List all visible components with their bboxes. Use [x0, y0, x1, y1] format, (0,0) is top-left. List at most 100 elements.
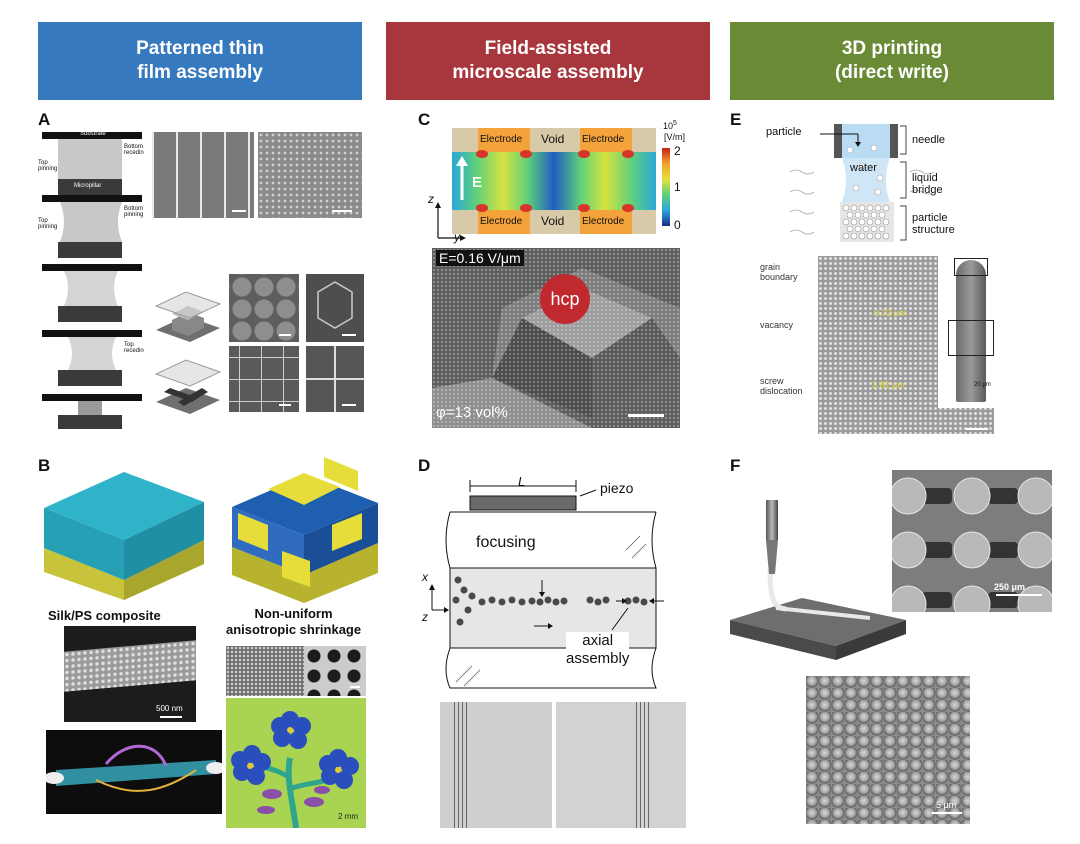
panel-d-schematic: L piezo focusing x z axial assembly: [420, 470, 676, 696]
panel-e-scalebar-1: [966, 428, 988, 430]
panel-c-electrode-2: Electrode: [582, 134, 625, 145]
panel-b-sem-porous: [226, 646, 366, 696]
panel-e-liquid-bridge-label: liquid bridge: [912, 172, 943, 196]
panel-a-hexagon-svg: [154, 291, 222, 342]
panel-label-e: E: [730, 110, 742, 129]
panel-e-pillar: 20 μm: [938, 256, 994, 408]
panel-b-silk-ps-svg: [44, 472, 204, 600]
panel-f-sem-lattice-svg: [892, 470, 1052, 612]
panel-a-sem-hexagon: [306, 274, 364, 342]
panel-c-volume-fraction: φ=13 vol%: [436, 404, 508, 421]
panel-e-pillar-box-top: [954, 258, 988, 276]
panel-c-sem-hcp-svg: [432, 248, 680, 428]
panel-f-scale-250um: 250 μm: [994, 582, 1026, 592]
panel-e-schematic-svg: [789, 124, 935, 242]
panel-e-measure-1: 0.72 μm: [874, 308, 907, 318]
panel-a-sem-hexagon-svg: [317, 281, 353, 329]
panel-c-axes-svg: [435, 202, 466, 241]
panel-c-field-strength: E=0.16 V/μm: [436, 250, 524, 266]
panel-a-sem-circles: [229, 274, 299, 342]
panel-a-scalebar-2: [332, 210, 352, 212]
panel-e-vacancy-label: vacancy: [760, 320, 794, 330]
header-patterned-thin-film: Patterned thin film assembly: [38, 22, 362, 100]
panel-a-cross-svg: [154, 359, 222, 414]
panel-a-scalebar-1: [232, 210, 246, 212]
panel-c-electrode-4: Electrode: [582, 216, 625, 227]
panel-label-b: B: [38, 456, 51, 475]
panel-c-axis-z: z: [428, 192, 434, 206]
header-patterned-thin-film-text: Patterned thin film assembly: [136, 38, 264, 83]
panel-b-photo-film: [46, 730, 222, 814]
panel-e-particle-label: particle: [766, 126, 802, 138]
panel-a-substrate-label: Substrate: [80, 131, 106, 137]
panel-c-electrode-3: Electrode: [480, 216, 523, 227]
panel-c-colorbar-unit2: [V/m]: [664, 132, 686, 142]
panel-a-micropillar-label: Micropillar: [74, 183, 102, 189]
panel-b-sem-film-strip: [64, 640, 196, 692]
panel-c-colorbar-gradient: [662, 148, 670, 226]
panel-a-hexagon-schematic: [150, 290, 224, 350]
panel-c-axes: z y: [428, 192, 468, 246]
panel-a-top-receding-label: Top receding: [124, 342, 144, 354]
panel-b-shrinkage-lattice: [228, 455, 382, 605]
panel-c-scalebar: [628, 414, 664, 417]
panel-d-piezo-label: piezo: [600, 480, 634, 496]
panel-f-sem-lattice: 250 μm: [892, 470, 1052, 612]
panel-b-caption-left: Silk/PS composite: [48, 608, 161, 623]
panel-c-hcp-text: hcp: [550, 288, 580, 309]
header-field-assisted: Field-assisted microscale assembly: [386, 22, 710, 100]
panel-label-d: D: [418, 456, 431, 475]
panel-label-a: A: [38, 110, 51, 129]
panel-b-sem-porous-inset: [304, 646, 366, 696]
panel-c-void-2: Void: [541, 214, 565, 228]
panel-label-f: F: [730, 456, 741, 475]
panel-c-field-label: E: [472, 174, 483, 191]
panel-d-axis-x: x: [422, 570, 428, 584]
panel-d-micrograph-right: [556, 702, 686, 828]
panel-d-focusing-label: focusing: [476, 534, 536, 551]
panel-a-top-pinning2-label: Top pinning: [38, 218, 58, 230]
header-3d-printing: 3D printing (direct write): [730, 22, 1054, 100]
panel-a-bottom-receding-label: Bottom receding: [124, 144, 144, 156]
panel-f-printer-svg: [730, 500, 906, 660]
panel-c-sem-hcp: hcp E=0.16 V/μm φ=13 vol%: [432, 248, 680, 428]
panel-b-scalebar-porous: [350, 686, 360, 688]
panel-a-sem-lines: [152, 132, 254, 218]
panel-c-colorbar-exp: 5: [673, 120, 677, 127]
panel-c-field-map-svg: [452, 128, 656, 234]
panel-f-scale-5um: 5 μm: [936, 800, 957, 810]
panel-a-schematic-svg: [42, 132, 142, 429]
panel-e-particle-structure-label: particle structure: [912, 212, 955, 236]
panel-f-scalebar-250um: [996, 594, 1042, 596]
panel-f-printer-render: [730, 490, 908, 668]
panel-e-pillar-box-mid: [948, 320, 994, 356]
panel-b-caption-right: Non-uniform anisotropic shrinkage: [226, 606, 362, 637]
panel-d-axial-assembly-label: axial assembly: [566, 632, 630, 668]
panel-a-sem-cross-large: [306, 346, 364, 412]
panel-c-axis-y: y: [454, 230, 460, 244]
panel-e-water-label: water: [850, 162, 877, 174]
panel-c-colorbar-min: 0: [674, 218, 681, 232]
panel-c-colorbar-unit: x 105: [660, 120, 677, 131]
header-3d-printing-text: 3D printing (direct write): [834, 38, 950, 83]
panel-e-measure-2: 3.82 μm: [872, 380, 905, 390]
panel-d-length-label: L: [518, 474, 526, 489]
panel-e-screw-dislocation-label: screw dislocation: [760, 376, 803, 396]
panel-a-scalebar-5: [279, 404, 291, 406]
panel-a-scalebar-6: [342, 404, 356, 406]
panel-a-scalebar-4: [342, 334, 356, 336]
panel-d-axis-z: z: [422, 610, 428, 624]
panel-a-sem-crosses: [229, 346, 299, 412]
panel-e-needle-label: needle: [912, 134, 946, 146]
panel-c-void-1: Void: [541, 132, 565, 146]
panel-e-grain-boundary-label: grain boundary: [760, 262, 798, 282]
panel-c-colorbar-unit-text: x 10: [660, 121, 674, 131]
panel-f-sem-spheres: 5 μm: [806, 676, 970, 824]
panel-b-scale-2mm: 2 mm: [338, 812, 358, 821]
panel-d-micrograph-left: [440, 702, 552, 828]
panel-b-scale-500nm: 500 nm: [156, 704, 183, 713]
panel-c-colorbar: x 105 [V/m] 2 1 0: [660, 120, 710, 240]
panel-label-c: C: [418, 110, 431, 129]
panel-e-schematic: particle water needle liquid bridge part…: [750, 122, 990, 248]
panel-a-schematic: Substrate Top pinning Bottom receding Mi…: [38, 130, 144, 430]
